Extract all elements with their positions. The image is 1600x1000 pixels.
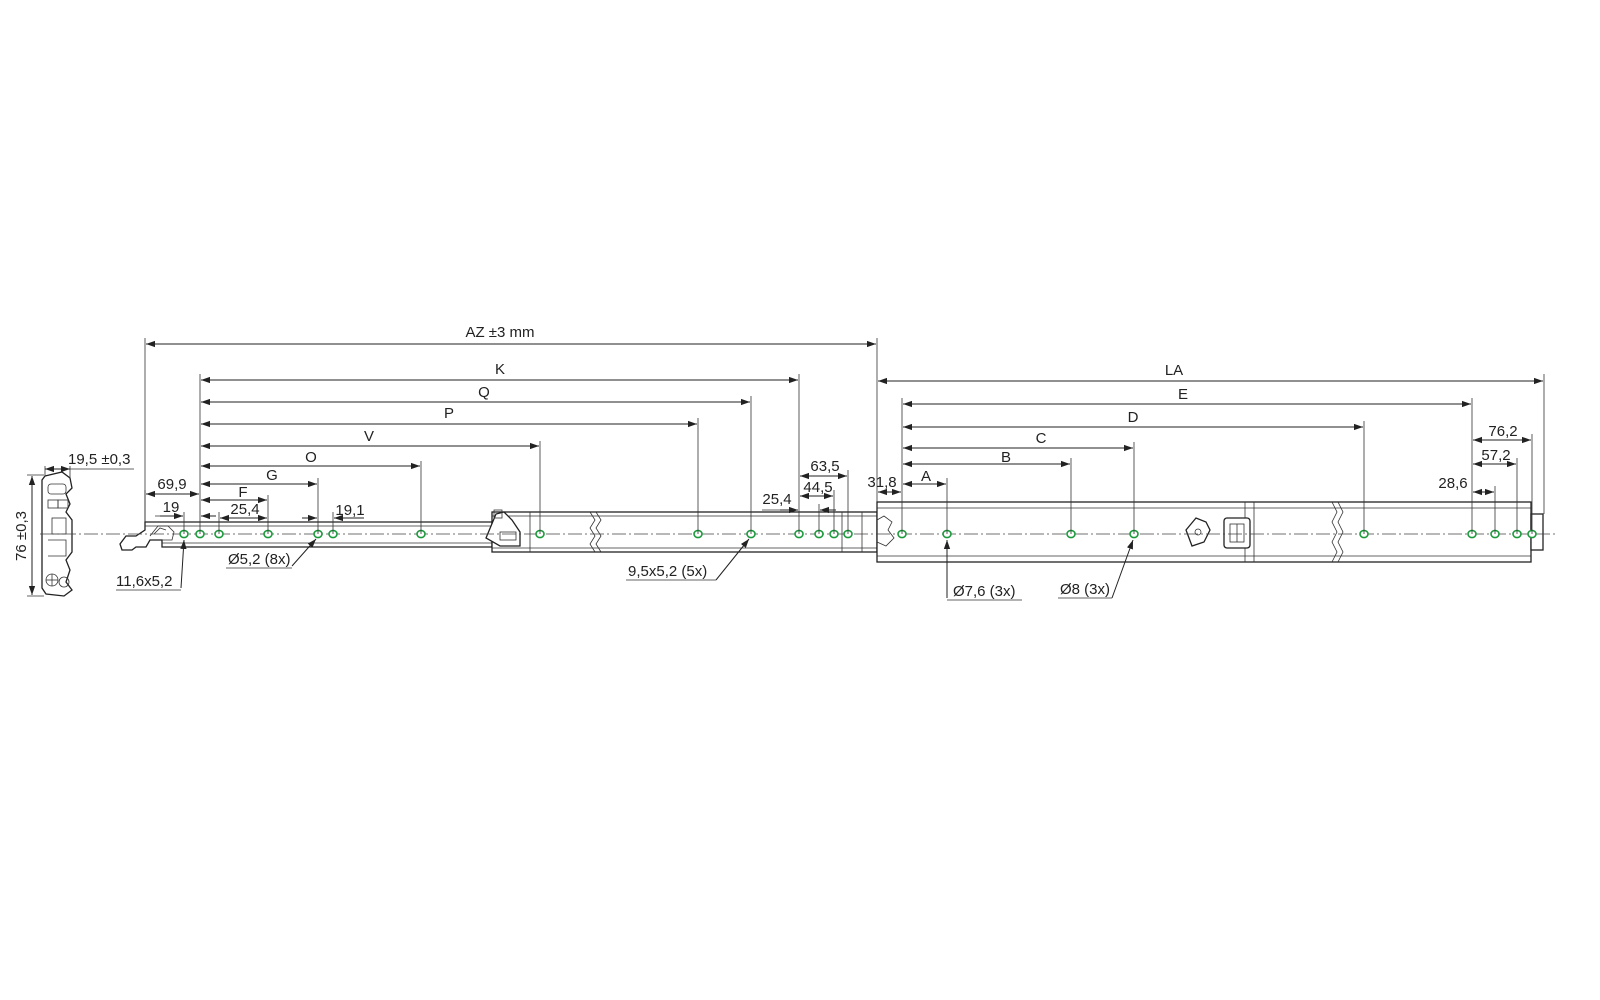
dim-b: B [903, 449, 1072, 534]
dim-d-label: D [1128, 409, 1139, 426]
callout-hole-8: Ø8 (3x) [1058, 539, 1134, 599]
dim-p: P [201, 405, 699, 534]
dim-o: O [201, 449, 422, 534]
dim-d: D [903, 409, 1365, 534]
mounting-holes [179, 529, 1537, 539]
dim-o-label: O [305, 449, 317, 466]
dim-19-1: 19,1 [302, 502, 365, 534]
dim-76-2: 76,2 [1473, 423, 1533, 534]
dim-57-2: 57,2 [1473, 447, 1518, 534]
dim-44-5-label: 44,5 [803, 479, 832, 496]
dim-19-5-label: 19,5 ±0,3 [68, 451, 130, 468]
dim-g-label: G [266, 467, 278, 484]
dim-c: C [903, 430, 1135, 534]
dim-v: V [201, 428, 541, 534]
dim-57-2-label: 57,2 [1481, 447, 1510, 464]
dim-63-5-label: 63,5 [810, 458, 839, 475]
dim-f: F [201, 484, 269, 534]
dim-az: AZ ±3 mm [144, 324, 878, 522]
dim-76: 76 ±0,3 [13, 474, 44, 597]
dim-31-8-label: 31,8 [867, 474, 896, 491]
dim-25-4-mid-label: 25,4 [762, 491, 791, 508]
dim-19-label: 19 [163, 499, 180, 516]
dim-e-label: E [1178, 386, 1188, 403]
dim-69-9: 69,9 [144, 476, 199, 522]
slide-body [119, 501, 1544, 563]
dim-c-label: C [1036, 430, 1047, 447]
callout-slot-11-6: 11,6x5,2 [116, 539, 187, 591]
dim-k-label: K [495, 361, 505, 378]
dim-25-4-left: 25,4 [218, 501, 267, 534]
dim-g: G [201, 467, 319, 534]
dim-69-9-label: 69,9 [157, 476, 186, 493]
dim-la-label: LA [1165, 362, 1183, 379]
dim-b-label: B [1001, 449, 1011, 466]
dim-28-6: 28,6 [1438, 475, 1496, 534]
dim-f-label: F [238, 484, 247, 501]
dim-19-1-label: 19,1 [335, 502, 364, 519]
dim-az-label: AZ ±3 mm [465, 324, 534, 341]
callout-slot-9-5: 9,5x5,2 (5x) [626, 538, 750, 581]
dim-a-label: A [921, 468, 931, 485]
callout-hole-5-2-label: Ø5,2 (8x) [228, 551, 291, 568]
dim-v-label: V [364, 428, 374, 445]
dim-25-4-left-label: 25,4 [230, 501, 259, 518]
dim-63-5: 63,5 [800, 458, 849, 534]
dim-25-4-mid: 25,4 [762, 491, 836, 534]
dim-la: LA [878, 362, 1545, 514]
dim-p-label: P [444, 405, 454, 422]
dim-e: E [901, 386, 1473, 534]
dim-q: Q [201, 384, 752, 534]
callout-hole-7-6: Ø7,6 (3x) [943, 540, 1022, 601]
callout-hole-7-6-label: Ø7,6 (3x) [953, 583, 1016, 600]
callout-hole-5-2: Ø5,2 (8x) [226, 538, 317, 569]
dim-q-label: Q [478, 384, 490, 401]
callouts: 11,6x5,2 Ø5,2 (8x) 9,5x5,2 (5x) Ø7,6 (3x… [116, 538, 1134, 601]
dim-44-5: 44,5 [800, 479, 835, 534]
dim-76-2-label: 76,2 [1488, 423, 1517, 440]
dim-a: A [903, 468, 948, 534]
dim-19-5: 19,5 ±0,3 [44, 451, 134, 478]
dim-31-8: 31,8 [867, 472, 903, 534]
callout-slot-11-6-label: 11,6x5,2 [116, 573, 172, 590]
dim-28-6-label: 28,6 [1438, 475, 1467, 492]
dim-k: K [201, 361, 800, 534]
callout-hole-8-label: Ø8 (3x) [1060, 581, 1110, 598]
dim-19: 19 [155, 499, 216, 534]
callout-slot-9-5-label: 9,5x5,2 (5x) [628, 563, 707, 580]
dim-76-label: 76 ±0,3 [13, 511, 30, 561]
dimension-lines: AZ ±3 mm LA K Q P [144, 324, 1545, 534]
